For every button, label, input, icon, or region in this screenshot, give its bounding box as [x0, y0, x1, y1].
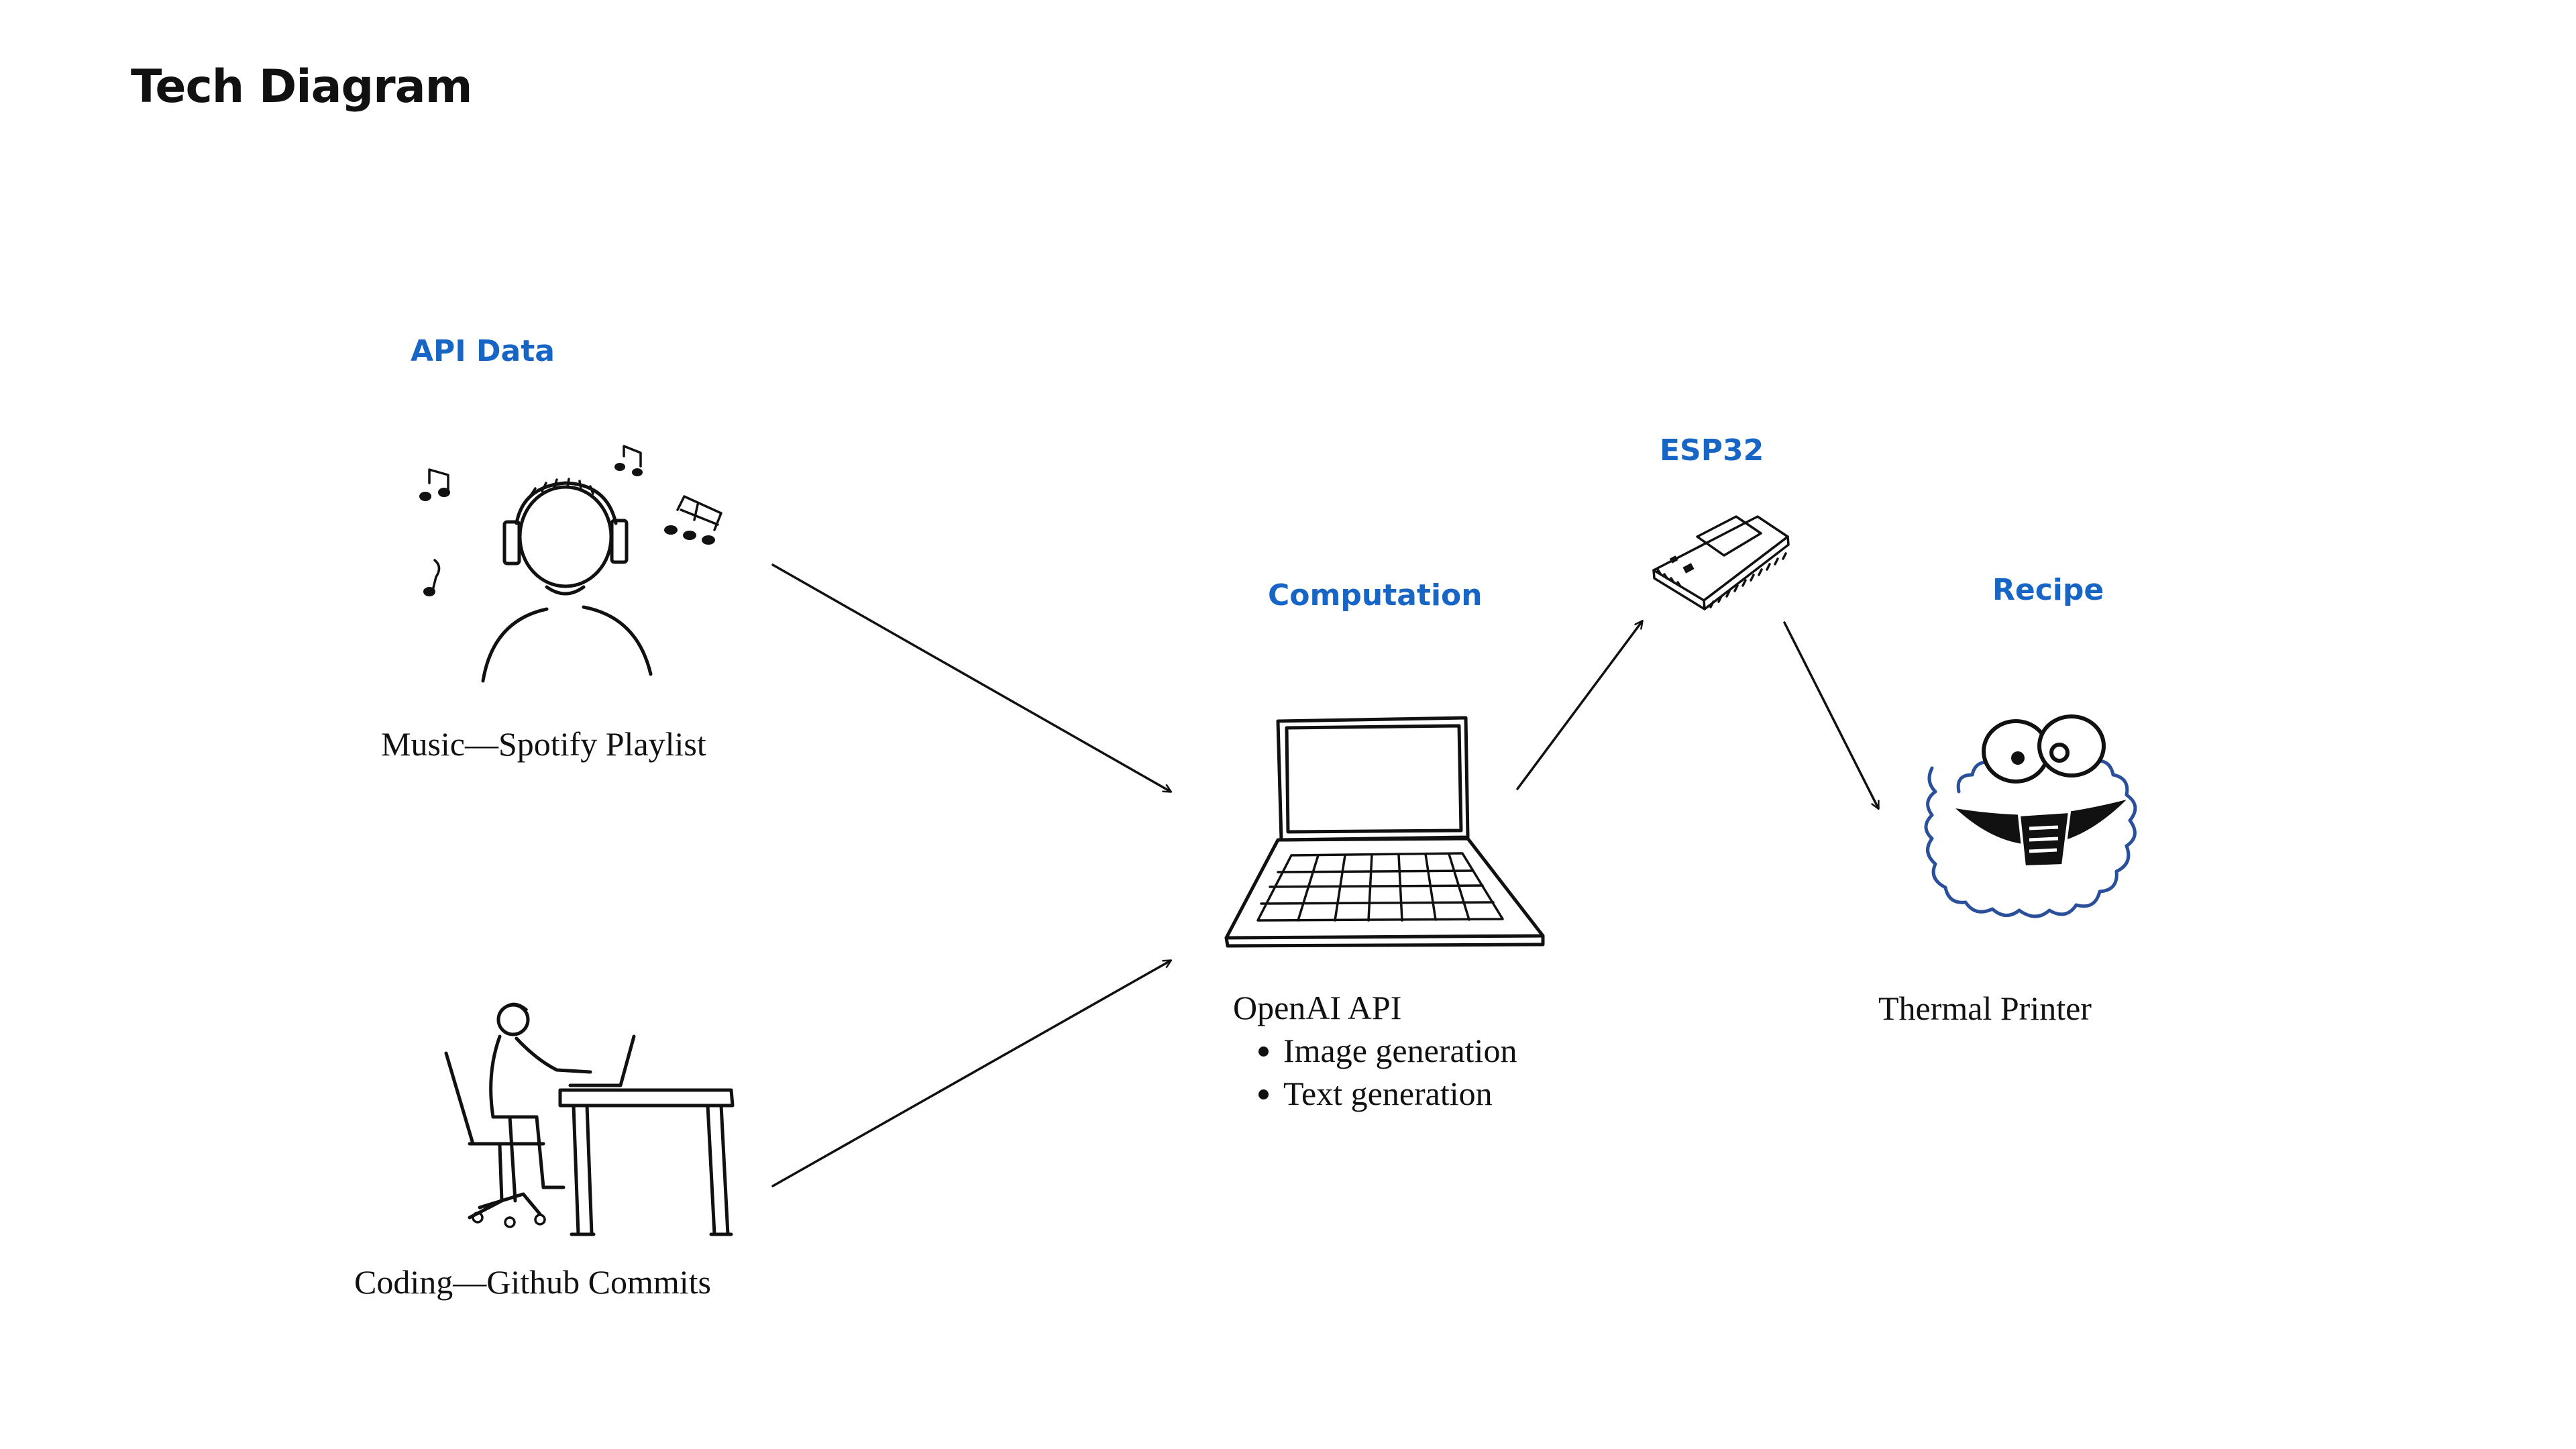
arrow-computation-to-esp32 — [1516, 621, 1642, 790]
music-note-icon — [419, 468, 450, 501]
arrow-esp32-to-printer — [1783, 621, 1880, 808]
section-label-api-data: API Data — [411, 334, 555, 368]
esp32-board-icon — [1652, 515, 1790, 610]
arrow-coding-to-computation — [771, 961, 1171, 1187]
music-caption: Music—Spotify Playlist — [381, 725, 706, 763]
bullet-image-generation: Image generation — [1283, 1029, 1517, 1072]
person-at-desk-icon — [444, 1002, 735, 1236]
printer-caption: Thermal Printer — [1878, 989, 2092, 1027]
computation-bullets: Image generation Text generation — [1233, 1029, 1517, 1115]
section-label-computation: Computation — [1268, 578, 1483, 612]
section-label-esp32: ESP32 — [1660, 433, 1764, 468]
music-note-icon — [664, 495, 722, 545]
computation-caption: OpenAI API — [1233, 989, 1402, 1026]
bullet-text-generation: Text generation — [1283, 1072, 1517, 1115]
person-headphones-icon — [419, 445, 722, 683]
music-note-icon — [423, 559, 441, 596]
computation-description: OpenAI API Image generation Text generat… — [1233, 986, 1517, 1115]
music-note-icon — [614, 445, 643, 476]
page-title: Tech Diagram — [131, 60, 472, 113]
laptop-icon — [1224, 716, 1545, 948]
arrow-music-to-computation — [771, 564, 1171, 792]
section-label-recipe: Recipe — [1992, 573, 2104, 607]
coding-caption: Coding—Github Commits — [354, 1263, 712, 1301]
cookie-monster-icon — [1924, 714, 2137, 918]
